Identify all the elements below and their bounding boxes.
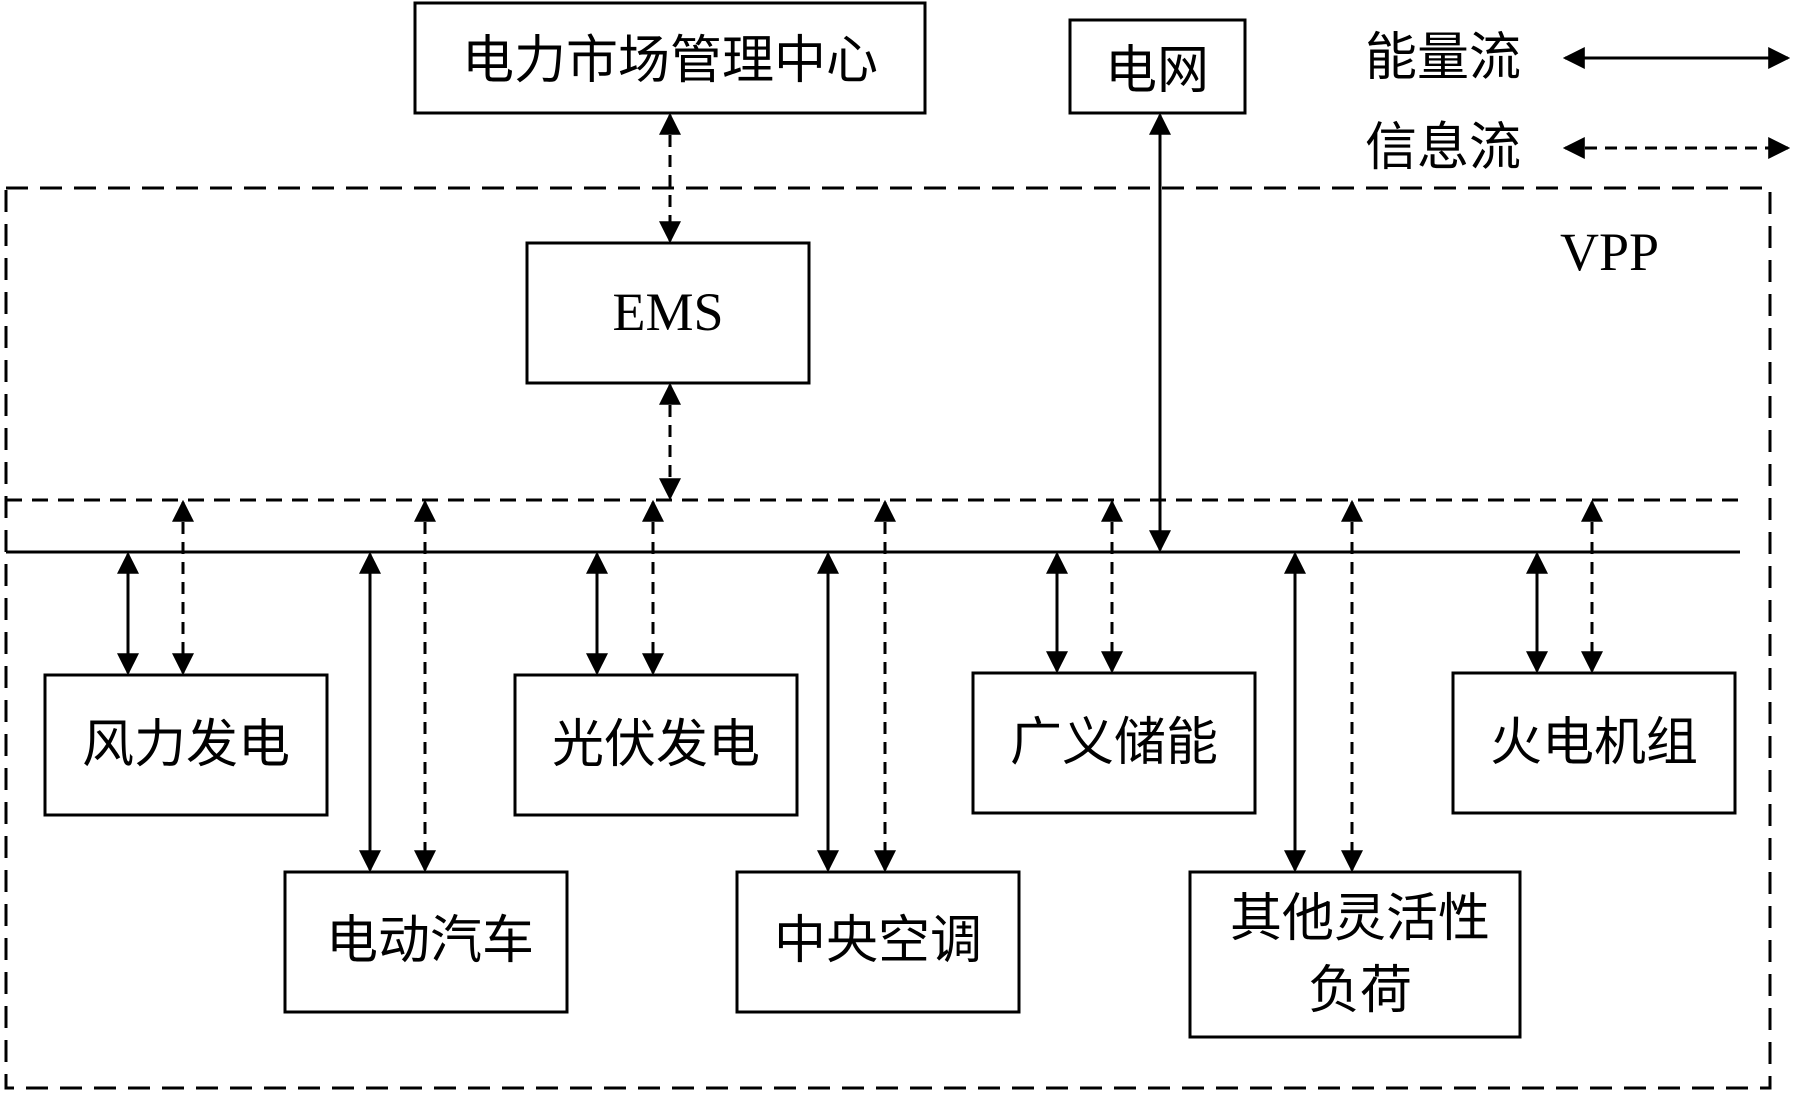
legend-info-label: 信息流 — [1365, 118, 1521, 178]
storage-box — [971, 671, 1257, 815]
storage-label: 广义储能 — [1010, 713, 1218, 773]
vpp-label: VPP — [1560, 222, 1659, 282]
wind-power-label: 风力发电 — [82, 715, 290, 775]
flexible-load-box — [1188, 870, 1522, 1039]
ems-label: EMS — [612, 282, 723, 342]
flexible-load-label-line2: 负荷 — [1308, 961, 1412, 1021]
pv-power-label: 光伏发电 — [552, 715, 760, 775]
flexible-load-label-line1: 其他灵活性 — [1230, 889, 1490, 949]
thermal-unit-label: 火电机组 — [1490, 713, 1698, 773]
market-center-label: 电力市场管理中心 — [462, 31, 878, 91]
vpp-boundary — [4, 186, 1772, 1090]
ev-label: 电动汽车 — [326, 911, 534, 971]
hvac-box — [735, 870, 1021, 1014]
ems-box — [525, 241, 811, 385]
grid-label: 电网 — [1105, 41, 1209, 101]
wind-power-box — [43, 673, 329, 817]
legend-energy-label: 能量流 — [1365, 28, 1521, 88]
grid-box — [1068, 18, 1247, 115]
hvac-label: 中央空调 — [774, 911, 982, 971]
pv-power-box — [513, 673, 799, 817]
